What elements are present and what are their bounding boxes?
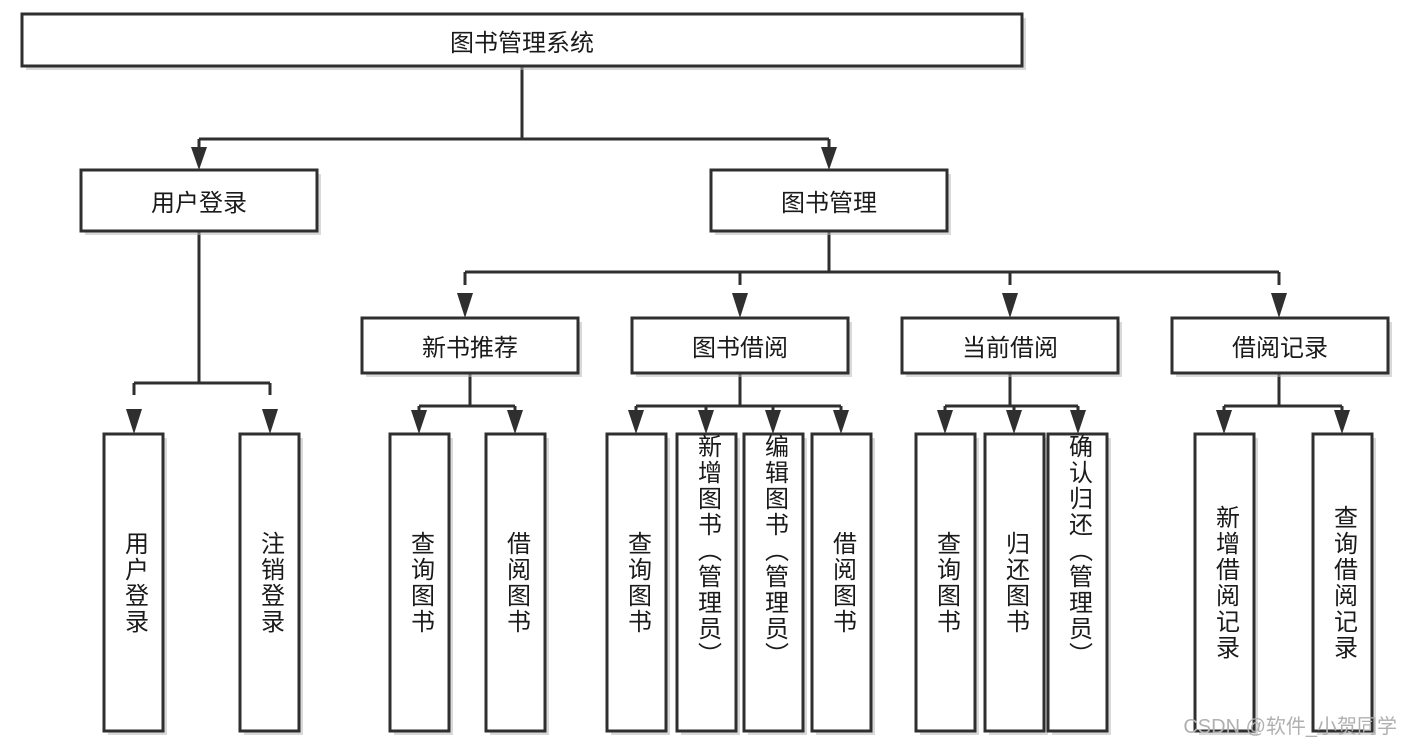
arrowhead-newbook bbox=[457, 293, 473, 318]
arrowhead-leaf-current-query bbox=[937, 410, 953, 434]
node-bookmgmt[interactable] bbox=[709, 168, 949, 233]
node-leaf-user-login[interactable] bbox=[102, 432, 165, 733]
arrowhead-records bbox=[1271, 293, 1287, 318]
node-leaf-newbook-query[interactable] bbox=[388, 432, 451, 733]
node-borrow[interactable] bbox=[630, 316, 850, 375]
arrowhead-leaf-records-query bbox=[1334, 410, 1350, 434]
connector-group bbox=[126, 66, 1350, 434]
box-group bbox=[20, 12, 1390, 733]
arrowhead-leaf-records-add bbox=[1216, 410, 1232, 434]
arrowhead-borrow bbox=[732, 293, 748, 318]
arrowhead-leaf-borrow-edit bbox=[765, 410, 781, 434]
arrowhead-leaf-borrow-query bbox=[628, 410, 644, 434]
node-records[interactable] bbox=[1170, 316, 1390, 375]
node-newbook[interactable] bbox=[360, 316, 580, 375]
arrowhead-leaf-newbook-query bbox=[411, 410, 427, 434]
arrowhead-leaf-current-return bbox=[1006, 410, 1022, 434]
arrowhead-leaf-borrow-lend bbox=[833, 410, 849, 434]
node-leaf-current-return[interactable] bbox=[983, 432, 1046, 733]
node-leaf-borrow-edit[interactable] bbox=[742, 432, 805, 733]
node-leaf-user-logout[interactable] bbox=[238, 432, 301, 733]
arrowhead-leaf-user-login bbox=[126, 409, 142, 434]
node-leaf-current-query[interactable] bbox=[914, 432, 977, 733]
arrowhead-current bbox=[1002, 293, 1018, 318]
node-leaf-records-add[interactable] bbox=[1193, 432, 1256, 733]
arrowhead-leaf-newbook-borrow bbox=[507, 410, 523, 434]
node-login[interactable] bbox=[79, 168, 319, 233]
arrowhead-leaf-borrow-add bbox=[698, 410, 714, 434]
node-leaf-borrow-lend[interactable] bbox=[810, 432, 873, 733]
node-leaf-borrow-query[interactable] bbox=[605, 432, 668, 733]
node-leaf-newbook-borrow[interactable] bbox=[484, 432, 547, 733]
node-current[interactable] bbox=[900, 316, 1120, 375]
arrowhead-leaf-user-logout bbox=[262, 409, 278, 434]
arrowhead-leaf-current-confirm bbox=[1070, 410, 1086, 434]
arrowhead-login bbox=[191, 147, 207, 170]
node-leaf-borrow-add[interactable] bbox=[675, 432, 738, 733]
node-leaf-records-query[interactable] bbox=[1311, 432, 1374, 733]
node-leaf-current-confirm[interactable] bbox=[1046, 432, 1109, 733]
arrowhead-bookmgmt bbox=[821, 147, 837, 170]
node-root[interactable] bbox=[20, 12, 1024, 68]
